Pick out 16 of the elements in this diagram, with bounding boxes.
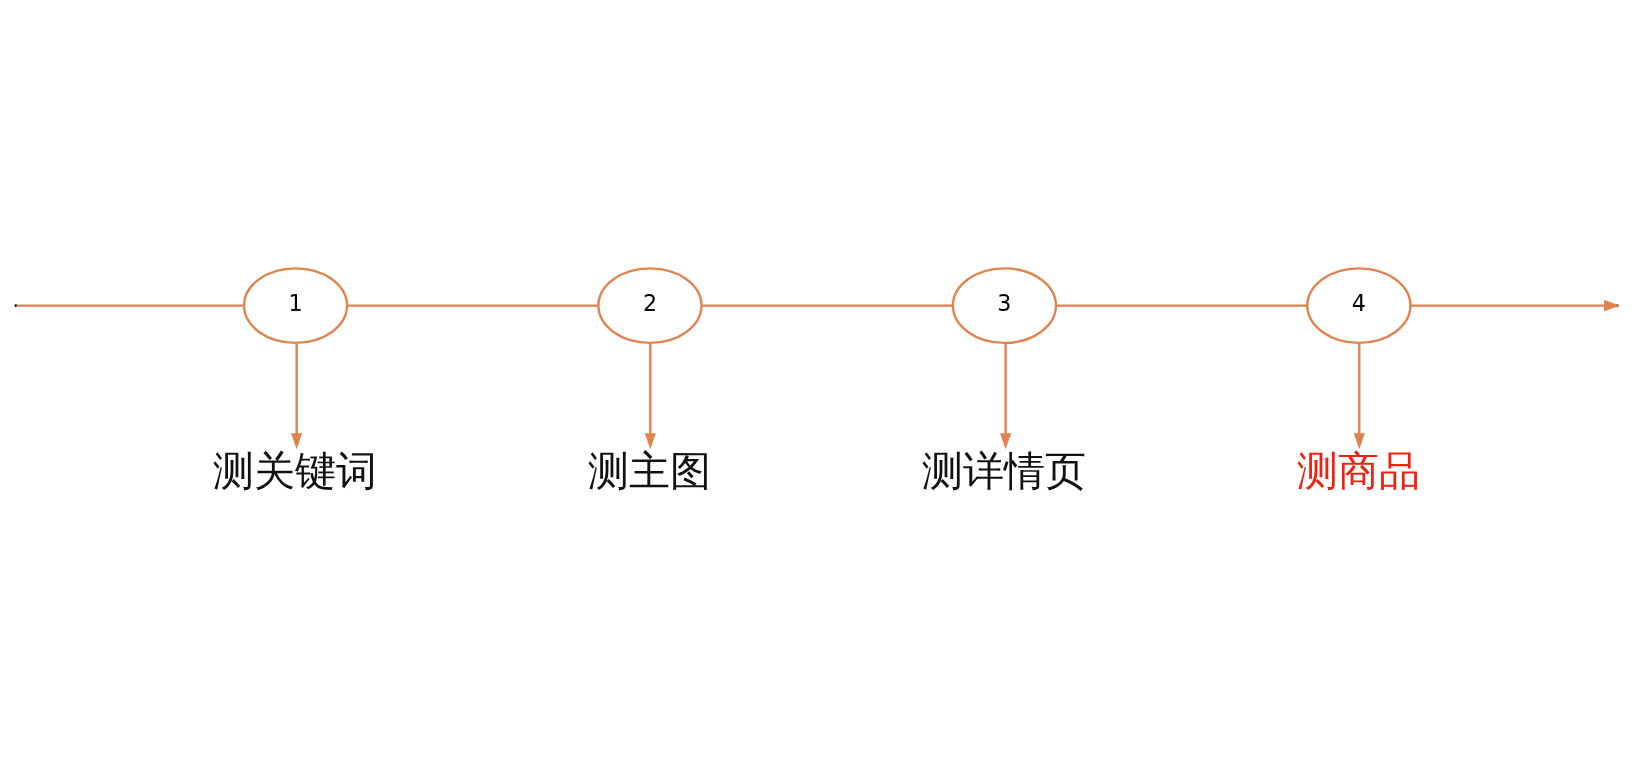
connector — [702, 304, 953, 307]
node-text: 测关键词 — [213, 448, 378, 495]
connector — [347, 304, 599, 307]
node-ellipse: 1 — [242, 267, 349, 345]
node-text: 测商品 — [1297, 448, 1421, 495]
connector — [16, 304, 244, 307]
node-ellipse: 2 — [597, 267, 703, 345]
connector — [1056, 304, 1307, 307]
node-ellipse: 4 — [1306, 267, 1412, 345]
node-ellipse: 3 — [951, 267, 1058, 345]
arrow — [1353, 343, 1365, 450]
node-text: 测主图 — [588, 448, 712, 495]
arrow — [1000, 343, 1012, 450]
node-text: 测详情页 — [922, 448, 1087, 495]
arrow — [644, 343, 656, 450]
arrow — [291, 343, 303, 450]
